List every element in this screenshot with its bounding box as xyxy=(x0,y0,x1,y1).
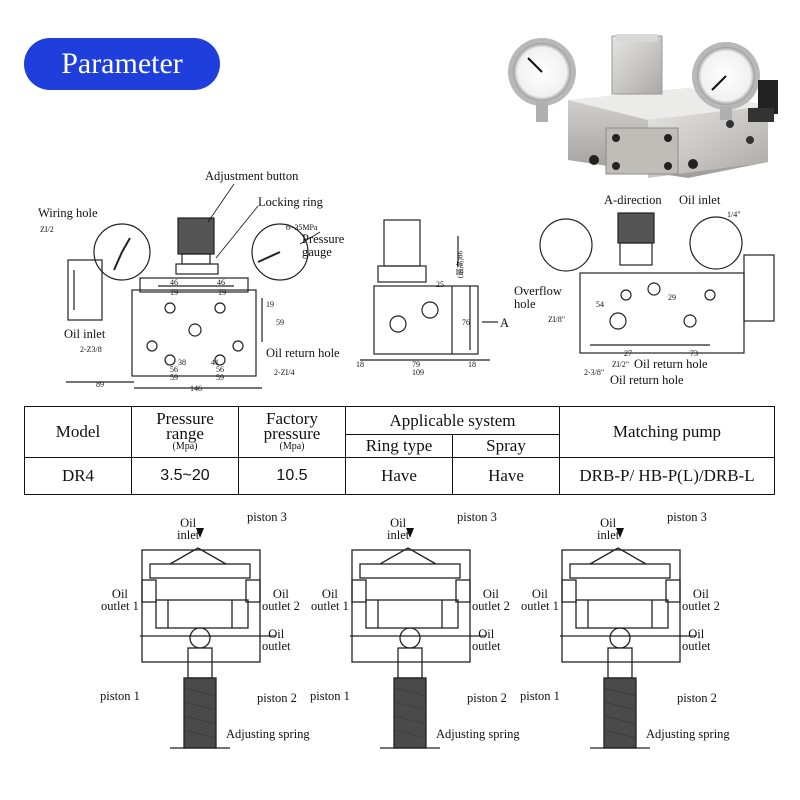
section-2-piston3-label: piston 3 xyxy=(457,510,497,524)
section-2-oil-outlet1-label: Oil outlet 1 xyxy=(311,587,349,613)
pressure-range-mark: 6~35MPa xyxy=(286,223,318,232)
cell-spray: Have xyxy=(452,456,560,496)
oil-return-hole-right-2: Oil return hole xyxy=(610,373,684,387)
overflow-hole-label: Overflow hole xyxy=(514,284,562,311)
section-2-piston1-label: piston 1 xyxy=(310,689,350,703)
section-1-piston1-label: piston 1 xyxy=(100,689,140,703)
front-view-drawing xyxy=(66,183,321,389)
dim-27: 27 xyxy=(624,349,632,358)
section-3-piston2-label: piston 2 xyxy=(677,691,717,705)
dim-54: 54 xyxy=(596,300,604,309)
section-1-piston2-label: piston 2 xyxy=(257,691,297,705)
wiring-hole-size: ZI/2 xyxy=(40,225,54,234)
wiring-hole-label: Wiring hole xyxy=(38,206,98,220)
parameter-badge: Parameter xyxy=(24,38,220,90)
header-pressure-range: Pressure range (Mpa) xyxy=(131,406,239,458)
parameter-table: Model Pressure range (Mpa) Factory press… xyxy=(24,405,775,496)
oil-inlet-label: Oil inlet xyxy=(64,327,106,341)
section-2-spring-label: Adjusting spring xyxy=(436,727,520,741)
oil-return-size: 2-ZI/4 xyxy=(274,368,295,377)
section-2-oil-outlet-label: Oil outlet xyxy=(472,627,501,653)
dim-59a: 59 xyxy=(170,373,178,382)
dim-18b: 18 xyxy=(468,360,476,369)
section-1-oil-outlet2-label: Oil outlet 2 xyxy=(262,587,300,613)
section-3-oil-inlet-label: Oil inlet xyxy=(597,516,620,542)
dim-146: 146 xyxy=(190,384,202,393)
dim-46a: 46 xyxy=(170,278,178,287)
dim-29: 29 xyxy=(668,293,676,302)
dim-19a: 19 xyxy=(170,288,178,297)
dim-76: 76 xyxy=(462,318,470,327)
section-3-piston3-label: piston 3 xyxy=(667,510,707,524)
section-3-oil-outlet1-label: Oil outlet 1 xyxy=(521,587,559,613)
dim-19b: 19 xyxy=(218,288,226,297)
zi-1-8-label: ZI/8" xyxy=(548,315,566,324)
dim-79: 79 xyxy=(412,360,420,369)
dim-59: 59 xyxy=(276,318,284,327)
oil-inlet-size: 2-Z3/8 xyxy=(80,345,102,354)
a-direction-label: A-direction xyxy=(604,193,662,207)
section-3-oil-outlet2-label: Oil outlet 2 xyxy=(682,587,720,613)
dim-25: 25 xyxy=(436,280,444,289)
dim-56b: 56 xyxy=(216,365,224,374)
valve-section-3 xyxy=(560,528,696,749)
cell-model: DR4 xyxy=(24,456,132,496)
dim-56a: 56 xyxy=(170,365,178,374)
section-1-oil-outlet1-label: Oil outlet 1 xyxy=(101,587,139,613)
dim-18a: 18 xyxy=(356,360,364,369)
bottom-view-drawing xyxy=(539,212,775,354)
valve-section-1 xyxy=(140,528,276,749)
dim-89: 89 xyxy=(96,380,104,389)
header-factory-pressure: Factory pressure (Mpa) xyxy=(238,406,346,458)
a-arrow-label: A xyxy=(500,316,510,330)
adjustment-button-label: Adjustment button xyxy=(205,169,299,183)
size-1-4-label: 1/4" xyxy=(727,210,741,219)
dim-vertical-86: (最高)86 xyxy=(455,250,465,279)
side-view-drawing xyxy=(360,219,498,361)
section-2-oil-outlet2-label: Oil outlet 2 xyxy=(472,587,510,613)
section-1-spring-label: Adjusting spring xyxy=(226,727,310,741)
cell-matching-pump: DRB-P/ HB-P(L)/DRB-L xyxy=(559,456,775,496)
section-3-piston1-label: piston 1 xyxy=(520,689,560,703)
pressure-gauge-label: Pressure gauge xyxy=(302,232,345,259)
section-3-oil-outlet-label: Oil outlet xyxy=(682,627,711,653)
locking-ring-label: Locking ring xyxy=(258,195,323,209)
size-2-3-8-label: 2-3/8" xyxy=(584,368,605,377)
cell-ring-type: Have xyxy=(345,456,453,496)
header-matching-pump: Matching pump xyxy=(559,406,775,458)
cell-pressure-range: 3.5~20 xyxy=(131,456,239,496)
oil-inlet-right-label: Oil inlet xyxy=(679,193,721,207)
header-spray: Spray xyxy=(452,434,560,458)
section-1-oil-inlet-label: Oil inlet xyxy=(177,516,200,542)
cell-factory-pressure: 10.5 xyxy=(238,456,346,496)
dim-46b: 46 xyxy=(217,278,225,287)
valve-section-2 xyxy=(350,528,486,749)
header-applicable-system: Applicable system xyxy=(345,405,560,436)
section-1-oil-outlet-label: Oil outlet xyxy=(262,627,291,653)
dim-109: 109 xyxy=(412,368,424,377)
header-model: Model xyxy=(24,406,132,458)
dim-41: 41 xyxy=(211,358,219,367)
section-1-piston3-label: piston 3 xyxy=(247,510,287,524)
dim-19c: 19 xyxy=(266,300,274,309)
zi-1-2-label: ZI/2" xyxy=(612,360,630,369)
dim-59b: 59 xyxy=(216,373,224,382)
oil-return-hole-right-1: Oil return hole xyxy=(634,357,708,371)
section-2-oil-inlet-label: Oil inlet xyxy=(387,516,410,542)
dim-73: 73 xyxy=(690,349,698,358)
section-3-spring-label: Adjusting spring xyxy=(646,727,730,741)
header-ring-type: Ring type xyxy=(345,434,453,458)
product-photo xyxy=(508,34,778,178)
oil-return-hole-label: Oil return hole xyxy=(266,346,340,360)
section-2-piston2-label: piston 2 xyxy=(467,691,507,705)
dim-38: 38 xyxy=(178,358,186,367)
